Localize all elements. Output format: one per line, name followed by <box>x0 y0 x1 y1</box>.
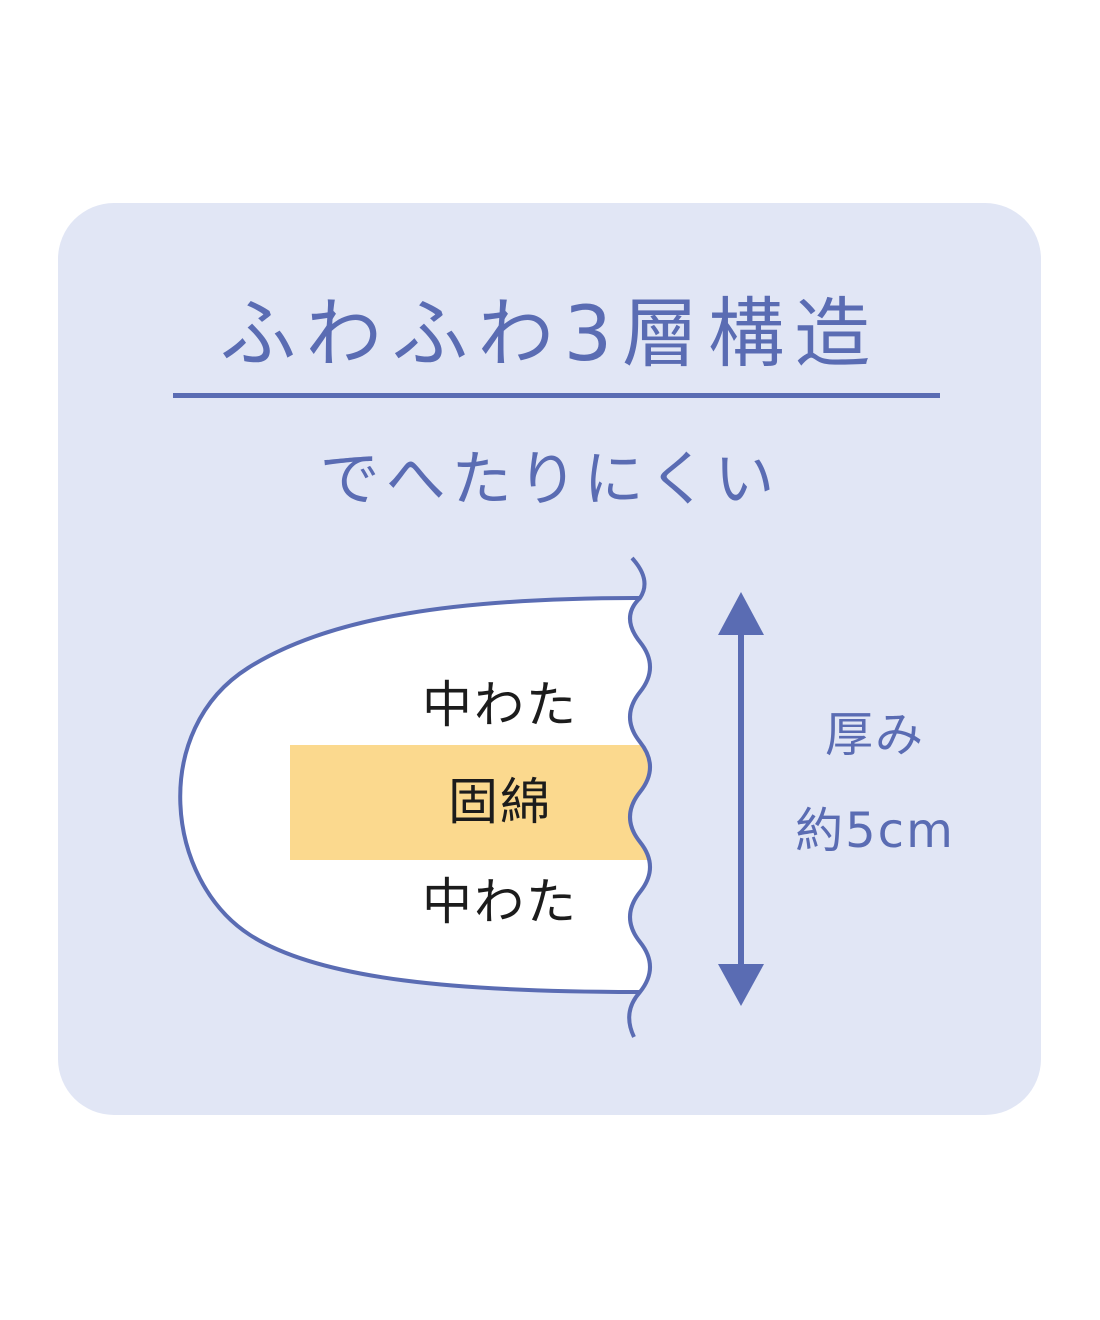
layer-label-top-batting: 中わた <box>422 676 578 734</box>
diagram-title: ふわふわ3層構造 <box>219 289 881 378</box>
title-underline <box>173 393 940 398</box>
thickness-label-line2: 約5cm <box>795 803 955 859</box>
diagram-subtitle: でへたりにくい <box>319 445 781 515</box>
layer-label-core-firm: 固綿 <box>448 773 552 831</box>
thickness-arrow-down-icon <box>718 964 764 1006</box>
thickness-label-line1: 厚み <box>824 707 925 763</box>
thickness-arrow-up-icon <box>718 592 764 635</box>
core-layer-band <box>290 745 650 860</box>
layer-label-bottom-batting: 中わた <box>422 873 578 931</box>
cushion-cut-edge <box>627 556 652 1038</box>
cushion-outline <box>178 596 641 994</box>
